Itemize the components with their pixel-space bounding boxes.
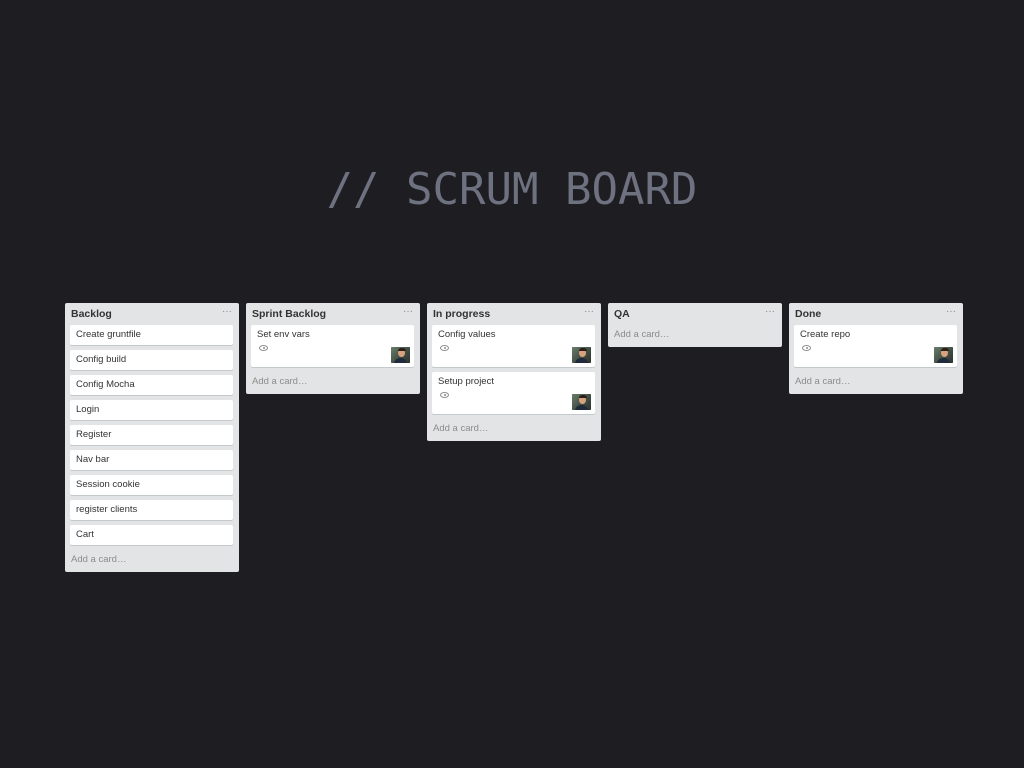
card[interactable]: Set env vars (251, 325, 414, 367)
card[interactable]: Config values (432, 325, 595, 367)
card[interactable]: Setup project (432, 372, 595, 414)
avatar[interactable] (934, 347, 953, 363)
add-card-link[interactable]: Add a card… (614, 329, 670, 340)
card-title: Cart (76, 529, 94, 540)
card-title: Set env vars (257, 329, 310, 340)
card[interactable]: Nav bar (70, 450, 233, 470)
list-name[interactable]: Sprint Backlog (252, 308, 327, 320)
ellipsis-icon[interactable]: ··· (765, 306, 775, 317)
list-sprint-backlog: Sprint Backlog ··· Set env vars Add a ca… (246, 303, 420, 394)
ellipsis-icon[interactable]: ··· (946, 306, 956, 317)
add-card-link[interactable]: Add a card… (433, 423, 489, 434)
card-title: Session cookie (76, 479, 140, 490)
card-title: Create repo (800, 329, 851, 340)
avatar[interactable] (572, 394, 591, 410)
list-done: Done ··· Create repo Add a card… (789, 303, 963, 394)
card[interactable]: Create gruntfile (70, 325, 233, 345)
list-in-progress: In progress ··· Config values Setup proj… (427, 303, 601, 441)
eye-icon (440, 345, 449, 351)
list-name[interactable]: In progress (433, 308, 491, 320)
card[interactable]: Login (70, 400, 233, 420)
list-name[interactable]: Done (795, 308, 822, 320)
list-name[interactable]: Backlog (71, 308, 112, 320)
ellipsis-icon[interactable]: ··· (403, 306, 413, 317)
card[interactable]: Cart (70, 525, 233, 545)
avatar[interactable] (391, 347, 410, 363)
eye-icon (802, 345, 811, 351)
card-title: Config build (76, 354, 127, 365)
avatar[interactable] (572, 347, 591, 363)
card-title: Setup project (438, 376, 494, 387)
card-title: Config values (438, 329, 496, 340)
watch-badge (802, 344, 951, 353)
card[interactable]: Session cookie (70, 475, 233, 495)
eye-icon (440, 392, 449, 398)
eye-icon (259, 345, 268, 351)
ellipsis-icon[interactable]: ··· (584, 306, 594, 317)
card-title: register clients (76, 504, 138, 515)
list-backlog: Backlog ··· Create gruntfile Config buil… (65, 303, 239, 572)
list-qa: QA ··· Add a card… (608, 303, 782, 347)
card-title: Nav bar (76, 454, 110, 465)
add-card-link[interactable]: Add a card… (71, 554, 127, 565)
watch-badge (440, 344, 589, 353)
slide-title: // SCRUM BOARD (326, 164, 698, 215)
card[interactable]: Config build (70, 350, 233, 370)
card[interactable]: register clients (70, 500, 233, 520)
card-title: Register (76, 429, 112, 440)
add-card-link[interactable]: Add a card… (252, 376, 308, 387)
watch-badge (440, 391, 589, 400)
list-header: QA ··· (613, 303, 776, 325)
card[interactable]: Create repo (794, 325, 957, 367)
list-header: Done ··· (794, 303, 957, 325)
card-title: Config Mocha (76, 379, 135, 390)
card[interactable]: Config Mocha (70, 375, 233, 395)
scrum-board: Backlog ··· Create gruntfile Config buil… (65, 303, 963, 572)
card[interactable]: Register (70, 425, 233, 445)
add-card-link[interactable]: Add a card… (795, 376, 851, 387)
card-title: Create gruntfile (76, 329, 141, 340)
list-header: Sprint Backlog ··· (251, 303, 414, 325)
list-header: Backlog ··· (70, 303, 233, 325)
ellipsis-icon[interactable]: ··· (222, 306, 232, 317)
list-header: In progress ··· (432, 303, 595, 325)
list-name[interactable]: QA (614, 308, 630, 320)
card-title: Login (76, 404, 100, 415)
watch-badge (259, 344, 408, 353)
